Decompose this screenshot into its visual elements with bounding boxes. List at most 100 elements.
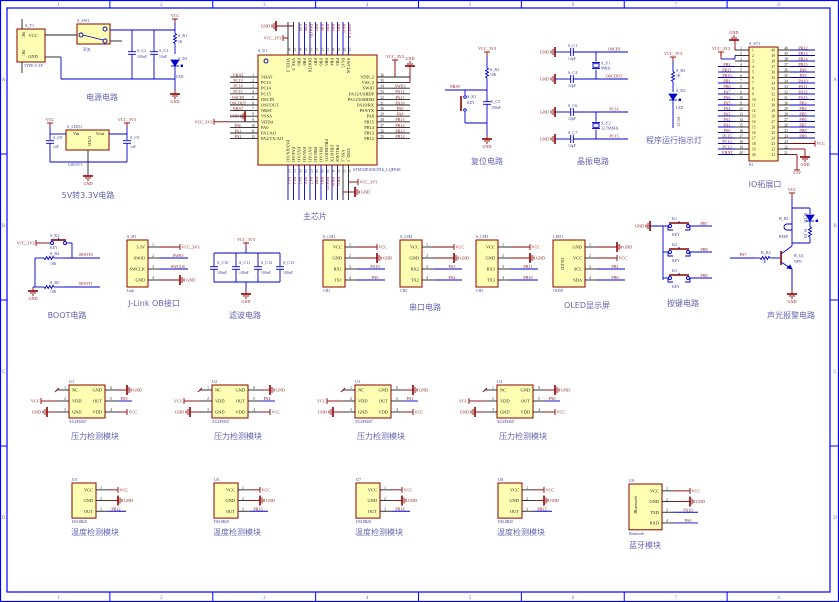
- ground-label: GND: [361, 190, 370, 195]
- push-button-icon: [668, 221, 690, 228]
- pin-name: OUT: [93, 399, 102, 404]
- contact: [463, 95, 467, 99]
- power-label: VCC_3V3: [118, 117, 136, 122]
- pin-number: 4: [110, 408, 112, 412]
- pin-number: 3: [64, 408, 66, 412]
- module-body: [552, 239, 586, 288]
- component-value: 10K: [490, 73, 497, 77]
- section-title: BOOT电路: [48, 310, 87, 320]
- component-value: KEY: [467, 101, 475, 105]
- component-ref: U6: [214, 477, 219, 482]
- pin-number: 3: [502, 265, 504, 269]
- capacitor-icon: [570, 48, 574, 56]
- pin-number: 39: [771, 54, 775, 58]
- ground-symbol: GND: [800, 153, 810, 167]
- column-marker: 3: [263, 596, 266, 601]
- module-body: [628, 483, 663, 531]
- pin-number: 2: [349, 254, 351, 258]
- component-value: 100nF: [239, 271, 249, 275]
- power-symbol: VCC_3V3: [478, 46, 496, 56]
- net-label: PA15: [341, 24, 346, 33]
- net-label: PA12: [395, 89, 404, 94]
- pin-number: 6: [538, 386, 540, 390]
- pin-number: 1: [492, 386, 494, 390]
- ground-label: GND: [28, 296, 37, 301]
- component-ref: S_D2: [676, 88, 686, 93]
- power-symbol: VCC: [459, 398, 470, 404]
- crystal-circuit: GNDS_C112pFOSCINGNDS_C412pFOSCOUTGNDS_C6…: [540, 43, 623, 166]
- ground-label: GND: [186, 278, 195, 283]
- ground-label: GND: [175, 410, 184, 415]
- column-marker: 6: [572, 596, 575, 601]
- power-label: VCC: [272, 410, 281, 415]
- ground-symbol: GND: [540, 107, 556, 117]
- net-label: PC13: [676, 117, 681, 126]
- pin-number: 36: [771, 71, 775, 75]
- net-label: BOOT1: [79, 281, 93, 286]
- section-title: 晶振电路: [577, 156, 609, 166]
- key-lead: [667, 278, 691, 283]
- module-body: [71, 482, 97, 519]
- led-icon: [668, 93, 682, 102]
- row-marker: C: [833, 370, 837, 375]
- net-label: PB5: [799, 111, 806, 116]
- ground-label: GND: [83, 181, 92, 186]
- pin-name: PB7: [313, 58, 318, 66]
- net-label: PA4: [292, 177, 297, 185]
- component-ref: S_C12: [261, 260, 272, 265]
- pin-name: OUT: [510, 509, 519, 514]
- component-value: 10uF: [159, 55, 167, 59]
- pin-name: OUT: [236, 399, 245, 404]
- power-label: VCC: [557, 410, 566, 415]
- pin-name: OSCOUT: [261, 103, 279, 108]
- pin-name: SWIO: [134, 256, 145, 261]
- pin-number: 1: [526, 486, 528, 490]
- pin-number: 3: [526, 507, 528, 511]
- row-marker: D: [833, 516, 837, 521]
- pin-number: 14: [752, 120, 756, 124]
- pin-number: 2: [350, 397, 352, 401]
- pin-number: 1: [384, 486, 386, 490]
- ground-symbol: GND: [787, 290, 797, 304]
- power-symbol: VCC_3V3: [118, 117, 136, 127]
- pin-number: 35: [380, 79, 384, 83]
- row-marker: B: [2, 224, 6, 229]
- section-title: OLED显示屏: [564, 301, 610, 310]
- section-title: 滤波电路: [229, 310, 261, 320]
- usb-typec-connector: [16, 28, 46, 63]
- net-label: PB14: [395, 506, 405, 511]
- component-ref: B_R2: [761, 250, 771, 255]
- net-label: NRST: [450, 84, 461, 89]
- pin-number: 22: [336, 169, 340, 173]
- net-label: PA10: [395, 100, 404, 105]
- pin-number: 4: [752, 65, 754, 69]
- pin-name: PA8: [367, 114, 375, 119]
- pin-number: 2: [526, 497, 528, 501]
- ground-symbol: GND: [318, 407, 334, 417]
- net-label: PA1: [234, 128, 241, 133]
- net-label: PA9: [799, 73, 806, 78]
- light-ray: [678, 98, 682, 102]
- pin-number: 3: [740, 57, 742, 61]
- pin-name: VCC: [410, 245, 419, 250]
- pin-name: GND: [215, 410, 225, 415]
- component-ref: S_C9: [130, 135, 139, 140]
- pin-name: GND: [83, 498, 93, 503]
- push-button-icon: [668, 247, 690, 254]
- net-label: PB4: [330, 24, 335, 32]
- ground-symbol: GND: [179, 275, 195, 285]
- ground-label: GND: [170, 99, 179, 104]
- net-label: PC13: [233, 78, 242, 83]
- pin-number: 1: [252, 73, 254, 77]
- section-title: 温度检测模块: [497, 527, 545, 537]
- pin-number: 19: [752, 148, 756, 152]
- ground-symbol: GND: [543, 495, 559, 506]
- pin-name: GND: [225, 498, 235, 503]
- net-label: PB0: [723, 84, 730, 89]
- pressure-sensor: [496, 384, 534, 419]
- power-label: VCC_3V3: [386, 54, 404, 59]
- power-label: VCC: [129, 410, 138, 415]
- net-label: PB14: [395, 123, 405, 128]
- pin-name: SCL: [574, 267, 582, 272]
